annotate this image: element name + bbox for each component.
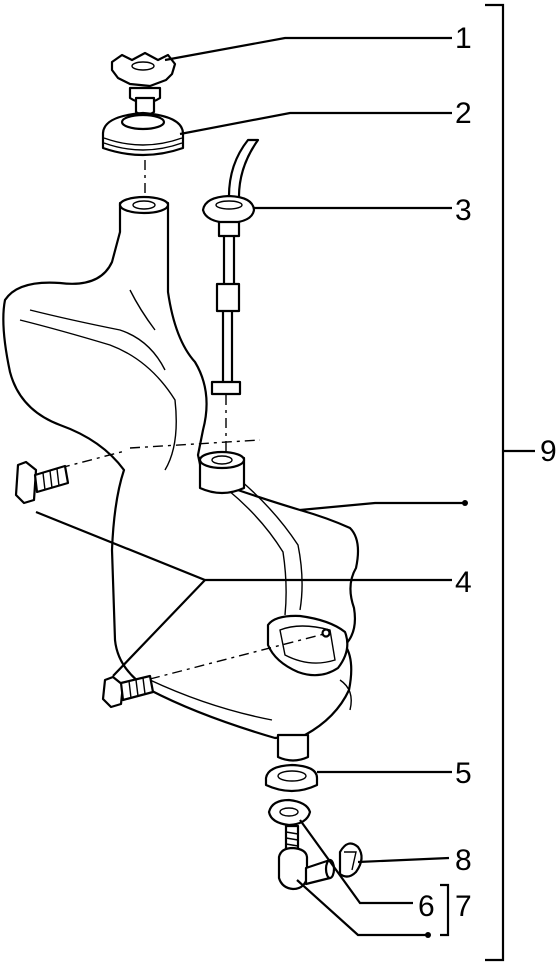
drain-tap <box>277 824 336 891</box>
callout-1: 1 <box>455 22 472 55</box>
callout-8: 8 <box>455 844 472 877</box>
callout-4: 4 <box>455 566 472 599</box>
callout-6: 6 <box>418 890 435 923</box>
bolt-axis-upper <box>129 439 261 449</box>
retaining-clip <box>338 842 363 878</box>
callout-5: 5 <box>455 757 472 790</box>
callout-3: 3 <box>455 194 472 227</box>
assembly-bracket <box>485 3 535 962</box>
filler-cap <box>110 51 177 117</box>
cap-gasket <box>101 111 185 157</box>
callout-labels: 1 2 3 4 5 6 7 8 9 <box>418 22 557 923</box>
mounting-screw-lower <box>101 674 155 709</box>
mounting-screw-upper <box>14 460 70 505</box>
leader-lines <box>35 36 468 938</box>
callout-9: 9 <box>540 435 557 468</box>
hose-clamp-ring <box>264 763 319 793</box>
level-sensor-tube <box>201 138 260 396</box>
reservoir-tank <box>2 195 360 762</box>
callout-2: 2 <box>455 97 472 130</box>
bolt-axis-upper-left <box>59 450 126 469</box>
bolt-axis-lower <box>149 632 329 680</box>
callout-7: 7 <box>455 890 472 923</box>
sealing-washer <box>267 798 312 827</box>
